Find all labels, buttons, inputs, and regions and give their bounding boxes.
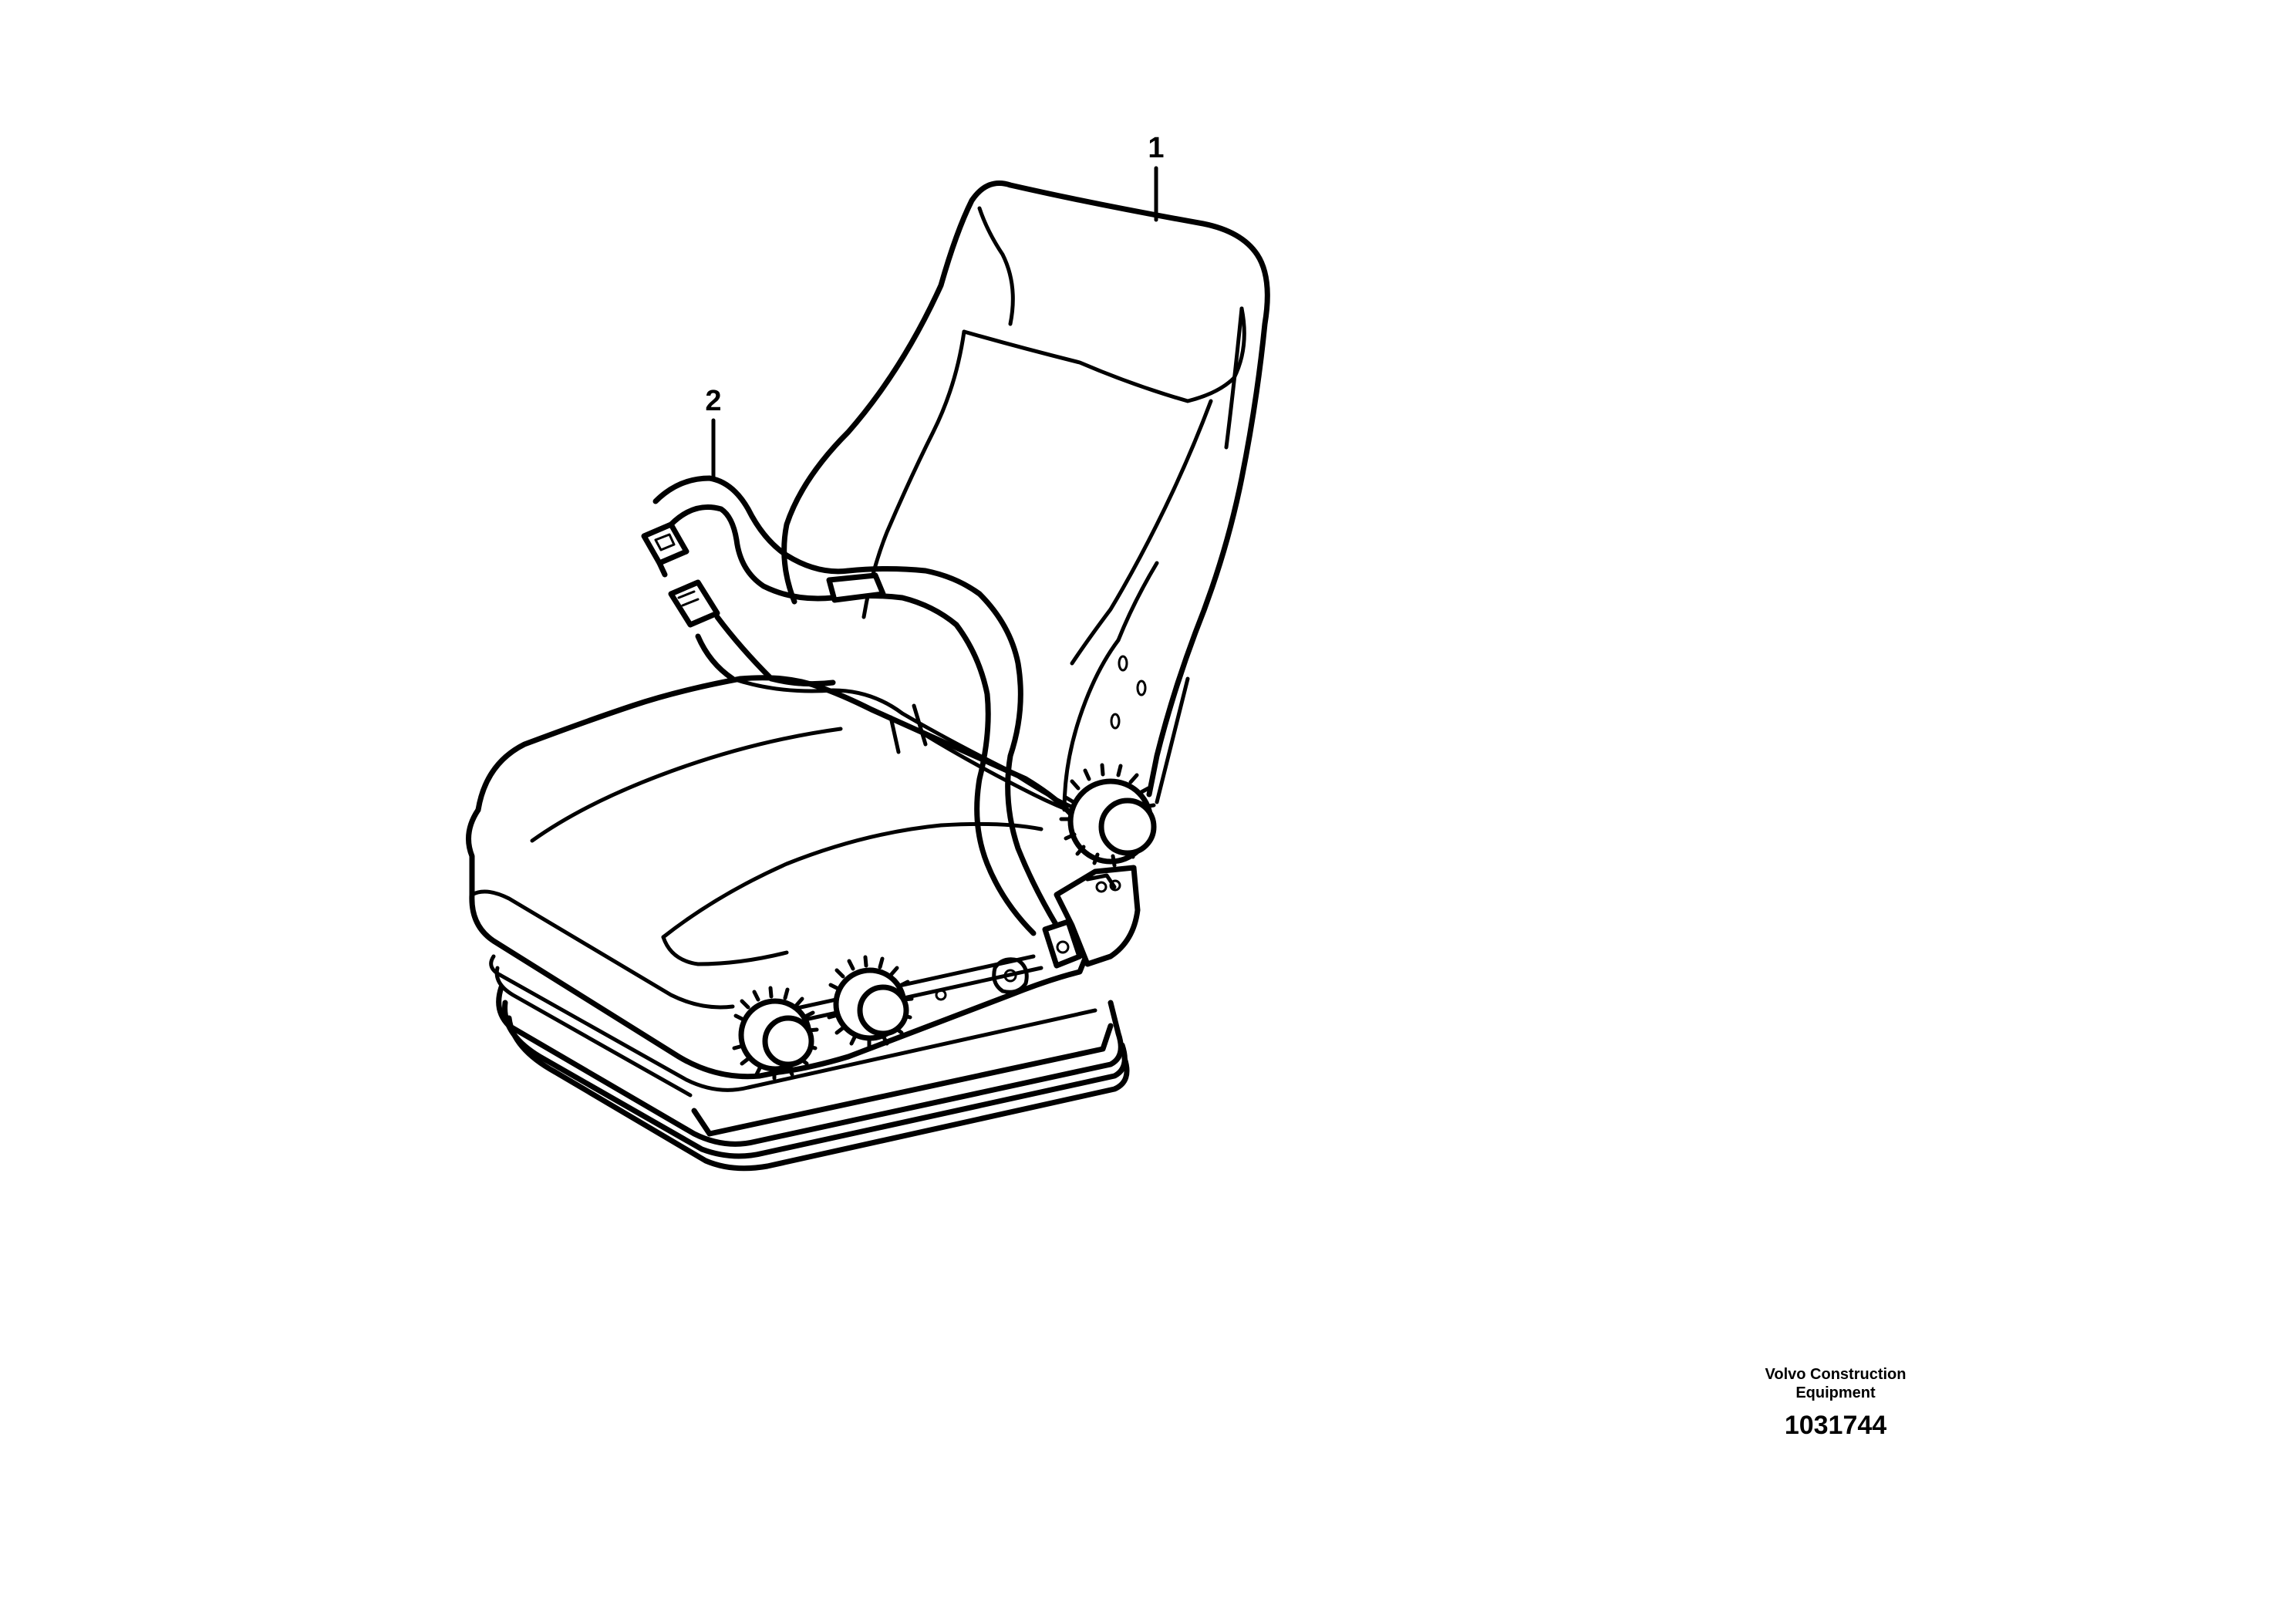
seat-cushion [466, 675, 1098, 1080]
recline-mechanism [935, 865, 1141, 1001]
callout-label-2: 2 [705, 385, 721, 417]
buckle [668, 579, 720, 628]
adjustment-hole [1136, 679, 1147, 696]
belt-anchor [1042, 919, 1083, 969]
adjustment-hole [1118, 655, 1128, 672]
callout-label-1: 1 [1148, 132, 1164, 164]
title-block: Volvo Construction Equipment 1031744 [1720, 1365, 1951, 1441]
callout-1: 1 [1148, 132, 1165, 222]
seat-belt [641, 475, 1083, 969]
weight-adjust-knob [827, 955, 914, 1050]
company-name-line2: Equipment [1795, 1384, 1876, 1401]
height-knob [732, 986, 819, 1081]
seat-backrest [781, 180, 1270, 828]
company-name: Volvo Construction [1765, 1366, 1907, 1383]
buckle-tongue [641, 521, 689, 566]
callout-2: 2 [705, 385, 722, 481]
belt-guide [826, 572, 886, 603]
adjustment-hole [1110, 713, 1121, 730]
recline-knob [1059, 763, 1157, 868]
drawing-number: 1031744 [1784, 1411, 1887, 1440]
seat-base [489, 954, 1130, 1172]
